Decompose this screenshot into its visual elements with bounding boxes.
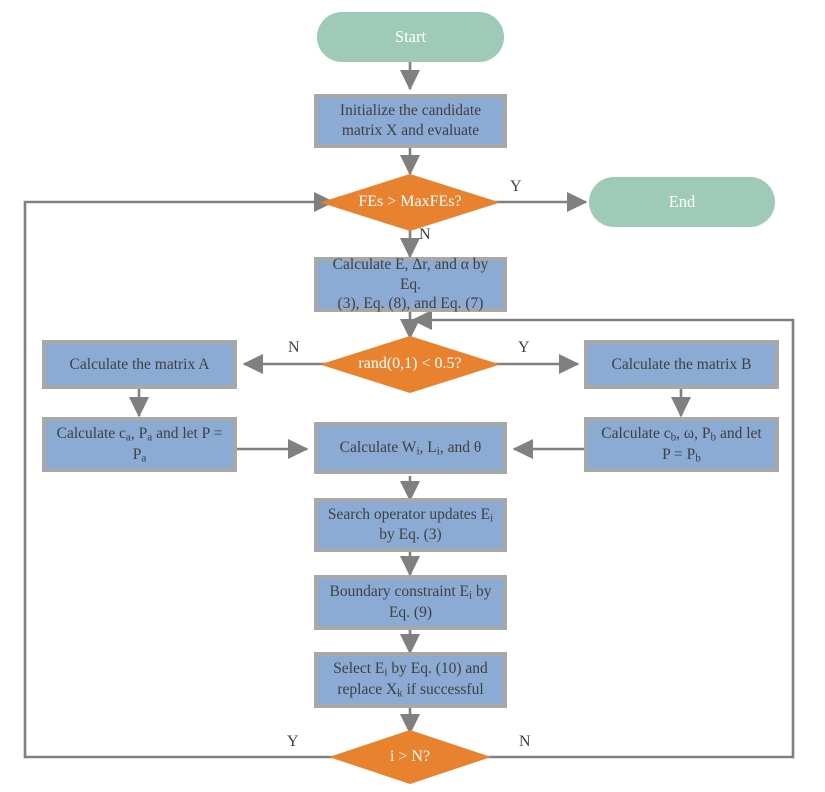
node-matrix-b[interactable]: Calculate the matrix B [584,340,779,389]
edge-label-rand-yes: Y [518,339,530,356]
edge-label-fes-yes: Y [510,178,522,195]
node-fes-check[interactable]: FEs > MaxFEs? [320,174,500,231]
edge-label-rand-no: N [288,339,300,356]
node-matrix-a-label: Calculate the matrix A [69,355,210,373]
node-i-check-label: i > N? [389,747,431,765]
node-calc-w-l-theta[interactable]: Calculate Wi, Li, and θ [314,422,507,474]
node-initialize[interactable]: Initialize the candidate matrix X and ev… [314,94,507,148]
node-calc-e-dr-alpha[interactable]: Calculate E, Δr, and α by Eq. (3), Eq. (… [314,255,507,313]
edge-label-fes-no: N [419,226,431,243]
node-i-check[interactable]: i > N? [329,730,491,784]
node-matrix-b-label: Calculate the matrix B [611,355,752,373]
node-calc-e-dr-alpha-label: Calculate E, Δr, and α by Eq. (3), Eq. (… [332,255,489,313]
edge-i-yes-loopback-to-fes [23,191,335,759]
node-rand-check[interactable]: rand(0,1) < 0.5? [320,336,500,393]
node-matrix-a[interactable]: Calculate the matrix A [42,340,237,389]
edge-label-i-no: N [519,733,531,750]
node-calc-w-l-theta-label: Calculate Wi, Li, and θ [339,438,482,458]
edge-i-no-loopback-to-rand [411,309,795,759]
node-start[interactable]: Start [317,12,504,62]
node-fes-check-label: FEs > MaxFEs? [358,193,462,211]
node-end[interactable]: End [589,177,775,227]
node-initialize-label: Initialize the candidate matrix X and ev… [339,102,482,139]
node-rand-check-label: rand(0,1) < 0.5? [358,355,462,373]
node-end-label: End [668,192,696,212]
node-calc-ca-pa[interactable]: Calculate ca, Pa and let P =Pa [42,417,237,472]
node-calc-ca-pa-label: Calculate ca, Pa and let P =Pa [56,424,223,464]
edge-label-i-yes: Y [287,733,299,750]
node-start-label: Start [394,27,427,47]
